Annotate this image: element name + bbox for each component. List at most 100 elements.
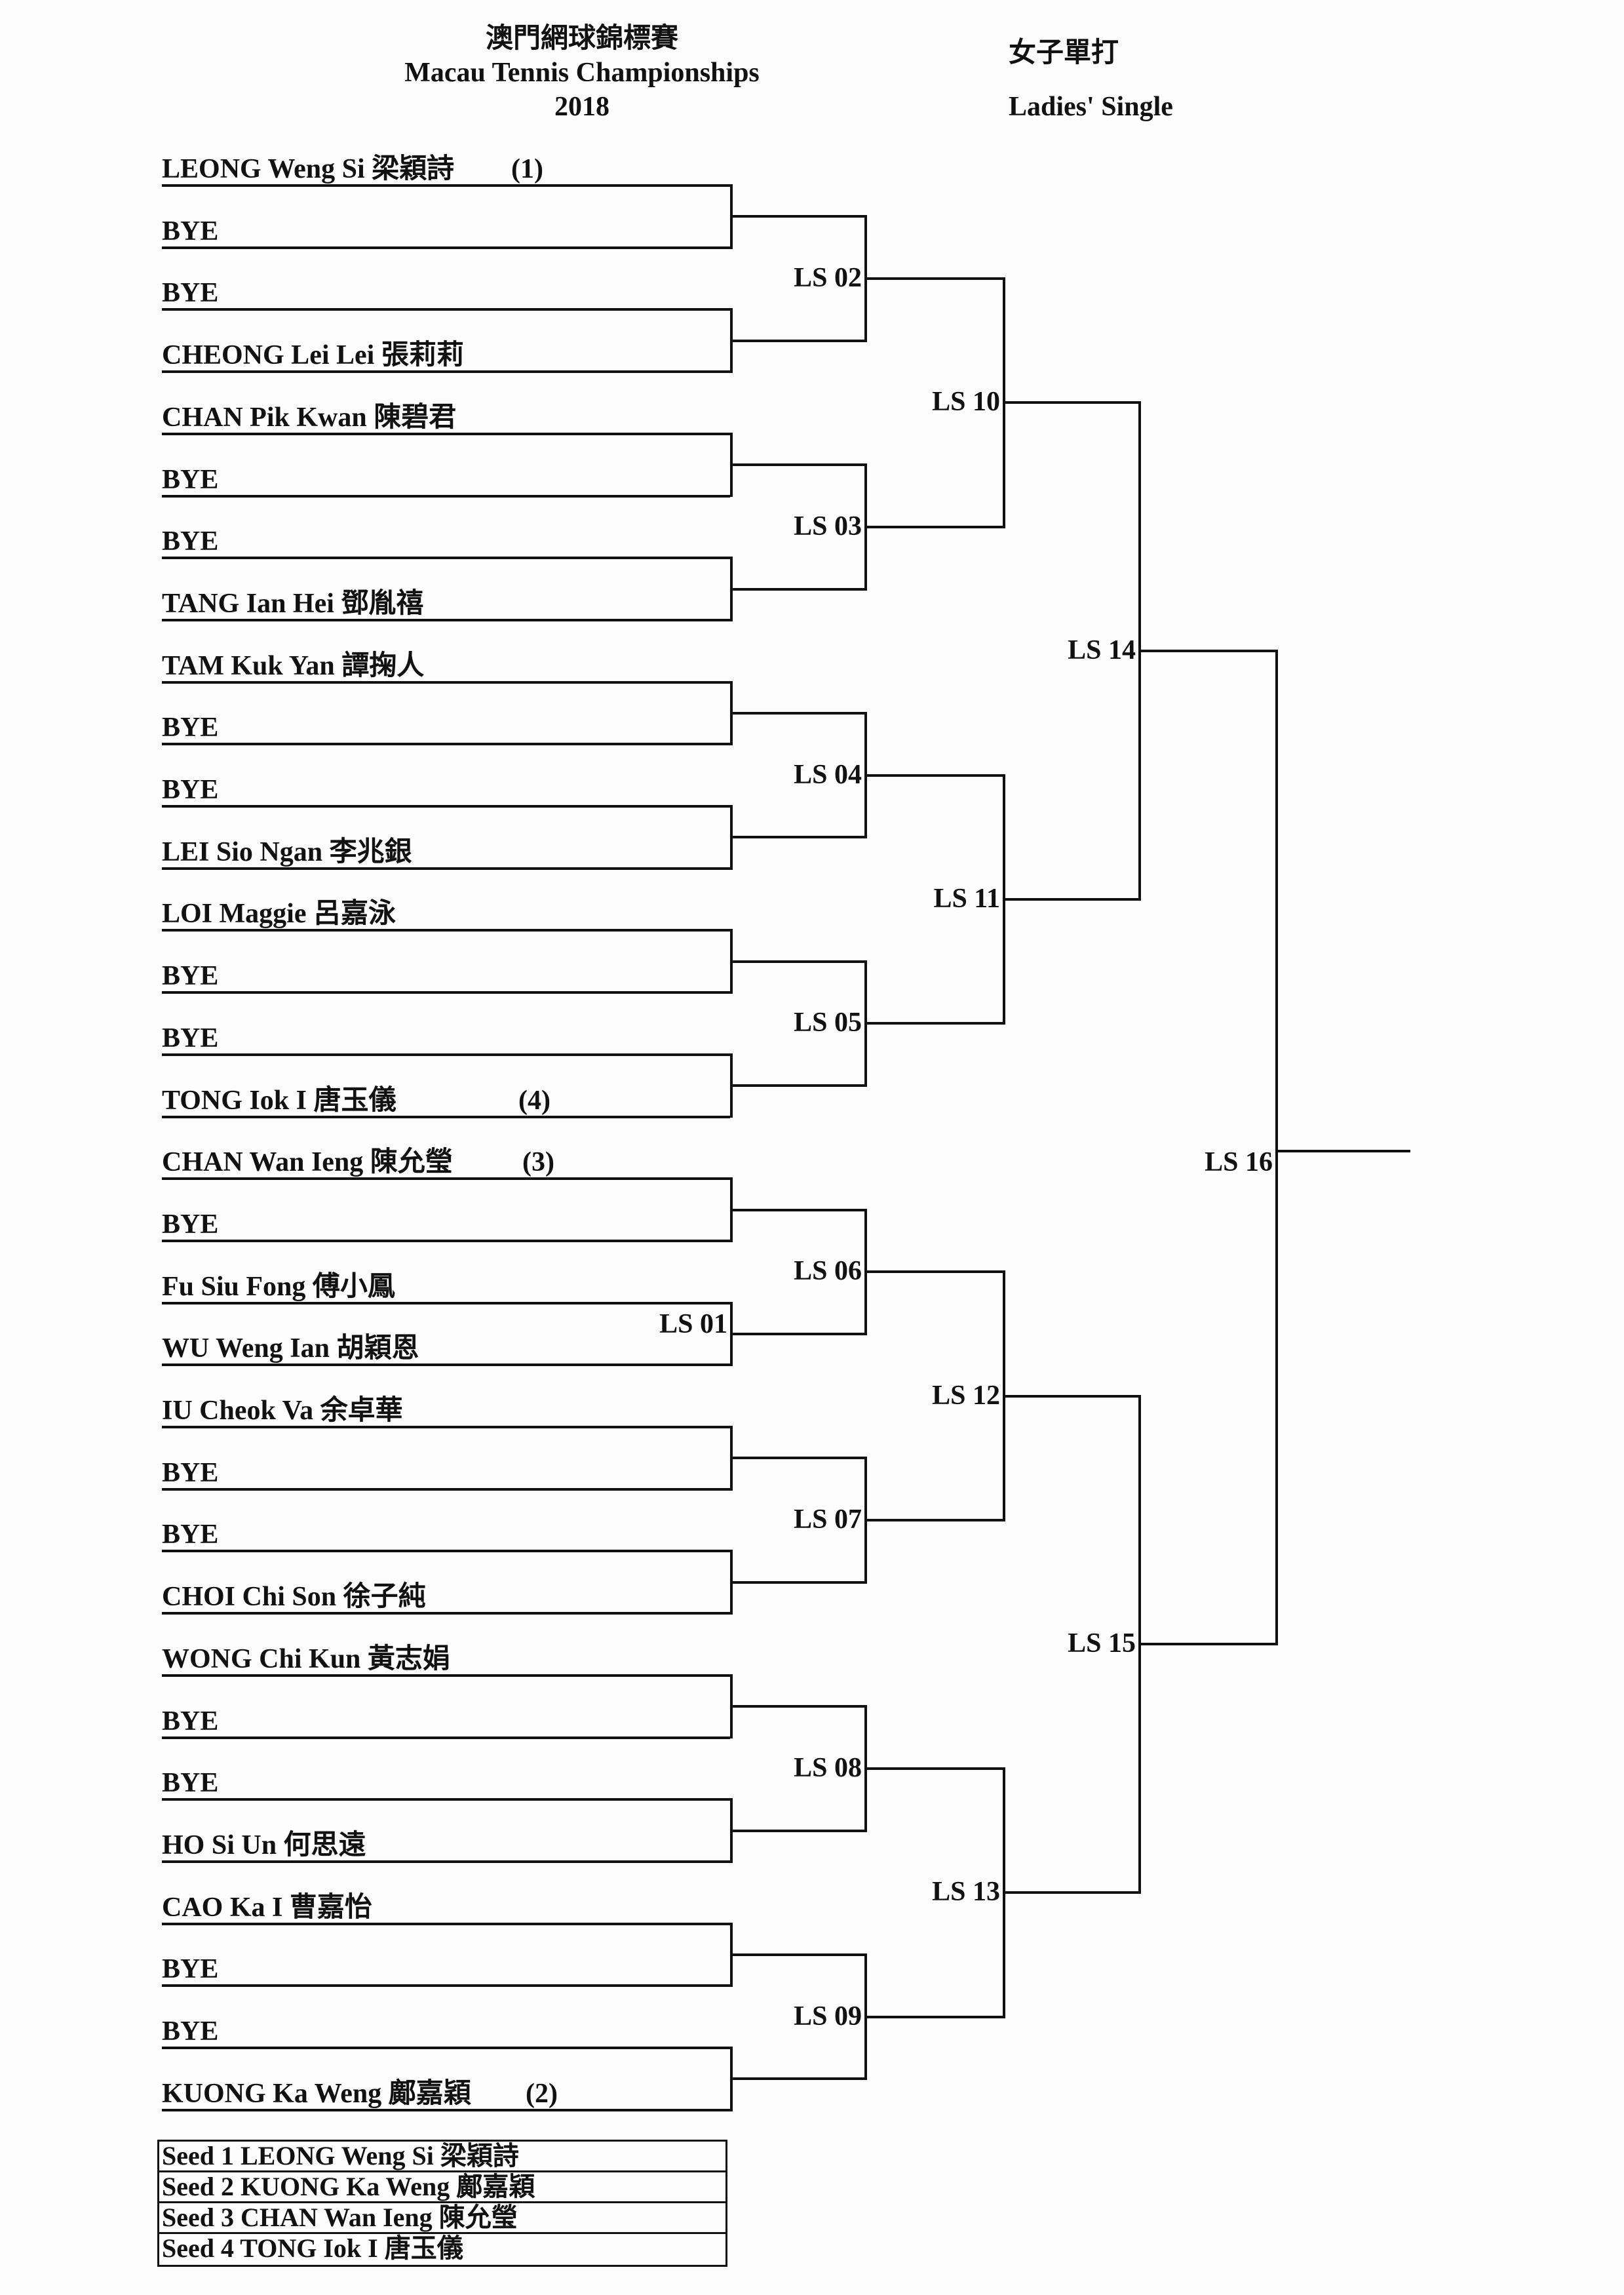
player-name: BYE — [162, 1706, 219, 1736]
player-name: BYE — [162, 526, 219, 557]
bracket-connector — [1003, 401, 1138, 404]
player-line — [162, 1487, 730, 1491]
player-name: WONG Chi Kun 黃志娟 — [162, 1643, 450, 1674]
match-label: LS 14 — [1068, 635, 1136, 666]
player-name: TANG Ian Hei 鄧胤禧 — [162, 588, 424, 619]
player-line — [162, 1115, 730, 1118]
match-label: LS 01 — [659, 1308, 727, 1339]
bracket-connector — [864, 1270, 1003, 1274]
match-label: LS 16 — [1205, 1147, 1273, 1177]
player-line — [162, 1736, 730, 1739]
player-name: KUONG Ka Weng 鄺嘉穎 — [162, 2078, 471, 2109]
player-line — [162, 1363, 730, 1367]
player-name: LEONG Weng Si 梁穎詩 — [162, 154, 455, 184]
seed-row: Seed 1 LEONG Weng Si 梁穎詩 — [159, 2142, 725, 2172]
match-label: LS 15 — [1068, 1628, 1136, 1659]
player-line — [162, 1798, 730, 1801]
bracket-connector — [730, 960, 864, 963]
player-name: HO Si Un 何思遠 — [162, 1830, 366, 1860]
match-label: LS 12 — [932, 1380, 1000, 1411]
match-label: LS 04 — [794, 759, 862, 790]
bracket-connector — [864, 1022, 1003, 1025]
player-name: BYE — [162, 1209, 219, 1240]
player-line — [162, 1053, 730, 1056]
bracket-connector — [730, 215, 864, 218]
bracket-connector — [1138, 650, 1275, 653]
bracket-connector — [864, 774, 1003, 777]
player-line — [162, 1239, 730, 1242]
player-name: WU Weng Ian 胡穎恩 — [162, 1333, 419, 1364]
player-name: TONG Iok I 唐玉儀 — [162, 1085, 396, 1116]
player-name: BYE — [162, 1954, 219, 1985]
match-label: LS 09 — [794, 2001, 862, 2031]
seed-number: (1) — [511, 154, 543, 184]
bracket-connector — [730, 2077, 864, 2081]
seed-number: (3) — [522, 1147, 554, 1178]
player-line — [162, 1984, 730, 1988]
seed-number: (2) — [526, 2078, 558, 2109]
player-name: BYE — [162, 464, 219, 495]
player-name: BYE — [162, 1457, 219, 1488]
player-line — [162, 370, 730, 374]
player-name: CHEONG Lei Lei 張莉莉 — [162, 340, 464, 371]
seed-table: Seed 1 LEONG Weng Si 梁穎詩 Seed 2 KUONG Ka… — [157, 2140, 727, 2267]
title-chinese: 澳門網球錦標賽 — [485, 24, 679, 54]
bracket-connector — [730, 1457, 864, 1460]
player-line — [162, 2108, 730, 2111]
player-line — [162, 1860, 730, 1863]
bracket-connector — [1275, 1149, 1410, 1152]
player-name: BYE — [162, 1768, 219, 1799]
player-name: BYE — [162, 1520, 219, 1550]
player-name: BYE — [162, 775, 219, 805]
player-line — [162, 1177, 730, 1181]
bracket-connector — [730, 1705, 864, 1708]
bracket-connector — [1138, 1643, 1275, 1646]
player-line — [162, 1674, 730, 1677]
player-name: Fu Siu Fong 傅小鳳 — [162, 1271, 395, 1302]
player-line — [162, 680, 730, 684]
bracket-connector — [730, 463, 864, 467]
player-line — [162, 1426, 730, 1428]
title-english: Macau Tennis Championships — [404, 58, 760, 88]
match-label: LS 11 — [933, 884, 1000, 914]
player-line — [162, 184, 730, 187]
player-name: LEI Sio Ngan 李兆銀 — [162, 836, 412, 867]
player-name: CHOI Chi Son 徐子純 — [162, 1582, 426, 1613]
player-name: TAM Kuk Yan 譚掬人 — [162, 650, 425, 681]
match-label: LS 07 — [794, 1504, 862, 1535]
bracket-connector — [864, 277, 1003, 281]
player-name: CHAN Wan Ieng 陳允瑩 — [162, 1147, 453, 1178]
seed-row: Seed 3 CHAN Wan Ieng 陳允瑩 — [159, 2203, 725, 2234]
player-line — [162, 867, 730, 870]
player-line — [162, 929, 730, 932]
match-label: LS 13 — [932, 1877, 1000, 1908]
player-name: IU Cheok Va 余卓華 — [162, 1396, 403, 1426]
match-label: LS 02 — [794, 263, 862, 294]
match-label: LS 06 — [794, 1256, 862, 1287]
player-line — [162, 432, 730, 435]
seed-row: Seed 4 TONG Iok I 唐玉儀 — [162, 2233, 463, 2263]
bracket-connector — [730, 587, 864, 591]
player-line — [162, 1550, 730, 1553]
bracket-connector — [730, 1084, 864, 1088]
player-line — [162, 805, 730, 808]
bracket-connector — [1003, 1891, 1138, 1894]
player-line — [162, 494, 730, 498]
player-name: BYE — [162, 961, 219, 992]
seed-number: (4) — [518, 1085, 551, 1116]
bracket-connector — [730, 1332, 864, 1335]
player-line — [162, 1922, 730, 1925]
bracket-connector — [730, 711, 864, 715]
player-name: BYE — [162, 713, 219, 743]
match-label: LS 03 — [794, 511, 862, 541]
bracket-connector — [864, 1767, 1003, 1770]
player-name: BYE — [162, 216, 219, 246]
match-label: LS 10 — [932, 387, 1000, 418]
player-line — [162, 308, 730, 311]
bracket-connector — [730, 339, 864, 342]
player-name: CAO Ka I 曹嘉怡 — [162, 1892, 372, 1923]
event-english: Ladies' Single — [1009, 92, 1173, 122]
bracket-connector — [864, 2015, 1003, 2018]
player-line — [162, 557, 730, 560]
